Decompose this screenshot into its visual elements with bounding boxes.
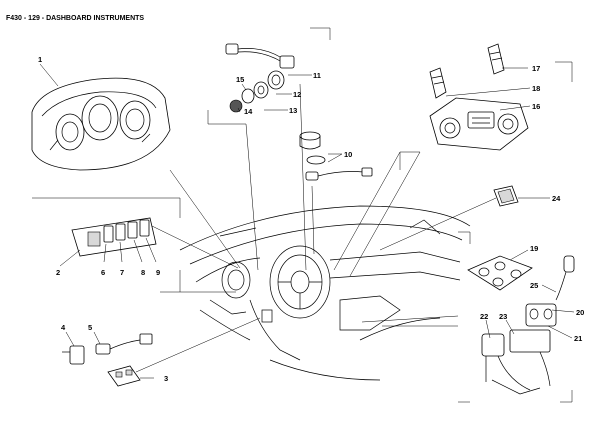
leader-lines — [39, 63, 575, 379]
callout-9: 9 — [156, 268, 160, 277]
callout-15: 15 — [236, 75, 244, 84]
callout-23: 23 — [499, 312, 507, 321]
callout-12: 12 — [293, 90, 301, 99]
callout-5: 5 — [88, 323, 92, 332]
callout-11: 11 — [313, 71, 321, 80]
switch-24 — [493, 185, 519, 207]
callout-21: 21 — [574, 334, 582, 343]
page-title: F430 - 129 - DASHBOARD INSTRUMENTS — [6, 15, 144, 22]
callout-25: 25 — [530, 281, 538, 290]
sensor-assembly — [225, 43, 295, 113]
callout-19: 19 — [530, 244, 538, 253]
instrument-cluster — [31, 77, 171, 171]
callout-24: 24 — [552, 194, 561, 203]
callout-4: 4 — [61, 323, 66, 332]
climate-control-panel — [429, 43, 529, 151]
sensor-with-trim — [62, 333, 153, 387]
callout-17: 17 — [532, 64, 540, 73]
callout-20: 20 — [576, 308, 584, 317]
grommet-connectors — [299, 131, 373, 181]
callout-16: 16 — [532, 102, 540, 111]
callout-3: 3 — [164, 374, 168, 383]
callout-14: 14 — [244, 107, 253, 116]
callout-22: 22 — [480, 312, 488, 321]
callout-8: 8 — [141, 268, 145, 277]
callout-18: 18 — [532, 84, 540, 93]
switch-panel — [71, 217, 157, 257]
callout-labels: 1 2 3 4 5 6 7 8 9 10 11 12 13 14 15 16 1… — [38, 55, 584, 383]
callout-13: 13 — [289, 106, 297, 115]
cockpit-overview — [179, 205, 471, 381]
callout-6: 6 — [101, 268, 105, 277]
callout-1: 1 — [38, 55, 42, 64]
ignition-assembly — [467, 255, 575, 395]
callout-7: 7 — [120, 268, 124, 277]
callout-2: 2 — [56, 268, 60, 277]
callout-10: 10 — [344, 150, 352, 159]
